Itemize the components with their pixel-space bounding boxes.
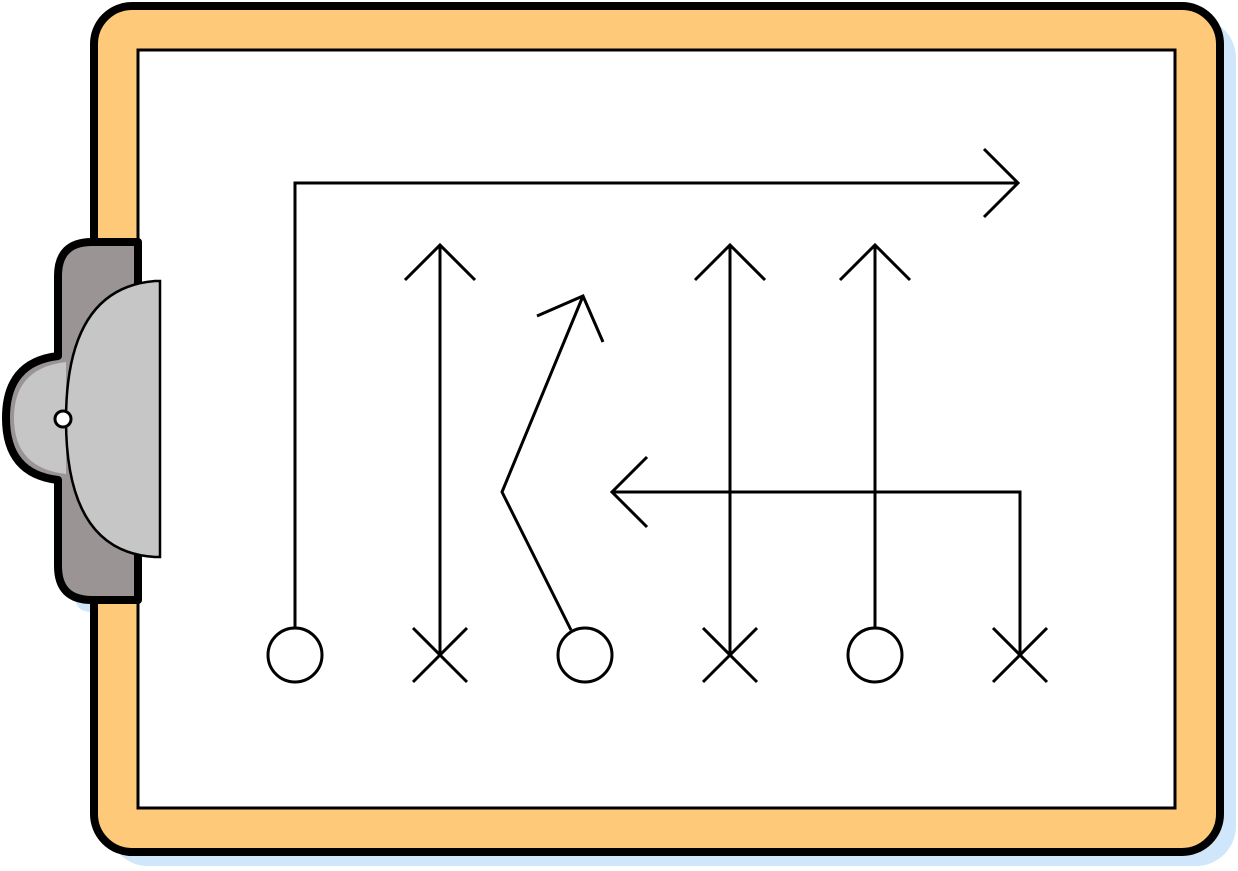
whiteboard [136, 48, 1177, 810]
route-1-go-right [293, 181, 1018, 628]
arrowhead-diagonal-icon [536, 294, 605, 343]
route-3-zigzag [500, 295, 585, 631]
player-o-icon [266, 626, 324, 684]
arrowhead-up-icon [403, 242, 477, 282]
player-x-icon [991, 626, 1049, 684]
players [266, 626, 1049, 684]
player-o-icon [846, 626, 904, 684]
player-o-icon [556, 626, 614, 684]
player-x-icon [411, 626, 469, 684]
arrowhead-right-icon [982, 147, 1021, 219]
arrowhead-up-icon [838, 242, 912, 282]
arrowhead-up-icon [693, 242, 767, 282]
play-routes [293, 147, 1022, 655]
player-x-icon [701, 626, 759, 684]
route-6-up-left [612, 490, 1022, 655]
arrowhead-left-icon [609, 455, 649, 529]
clip-icon [2, 238, 162, 604]
clip-hole-icon [53, 409, 73, 429]
